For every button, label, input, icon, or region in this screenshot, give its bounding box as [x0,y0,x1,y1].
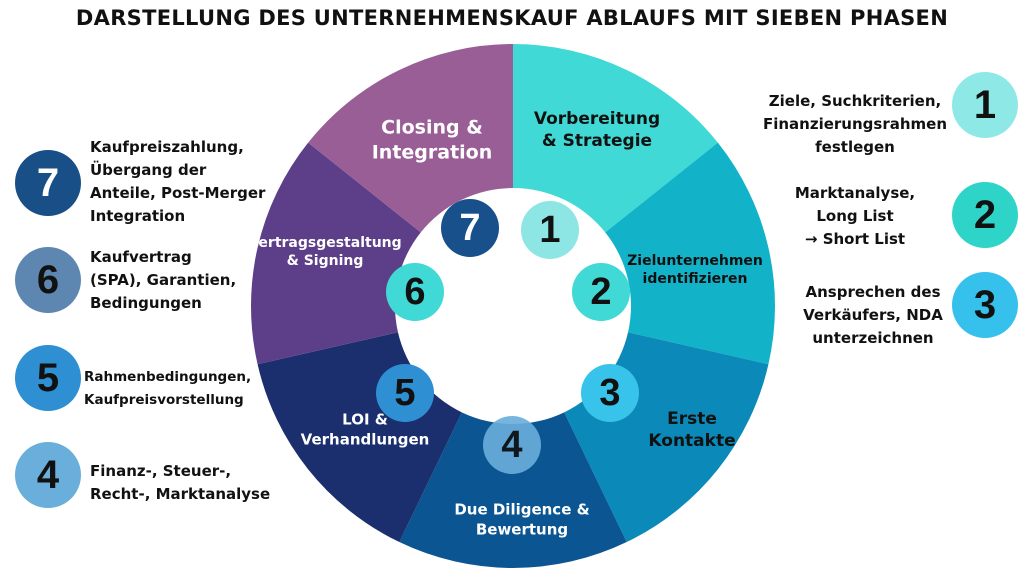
segment-label-line: Vertragsgestaltung [248,234,402,251]
side-number-circle-3: 3 [952,272,1018,338]
wheel-segment-phase-2 [605,142,775,365]
inner-number-circle-7: 7 [441,199,499,257]
wheel-segment-phase-6 [251,142,421,365]
page-title: DARSTELLUNG DES UNTERNEHMENSKAUF ABLAUFS… [75,6,949,30]
description-line: Ansprechen des [805,283,941,301]
wheel-segment-phase-7 [308,44,513,233]
side-number-circle-6: 6 [15,247,81,313]
description-phase-1: Ziele, Suchkriterien, Finanzierungsrahmen… [763,90,947,159]
inner-number-circle-6: 6 [386,263,444,321]
segment-label-line: Bewertung [475,520,569,538]
inner-number-circle-2: 2 [572,263,630,321]
description-line: Finanzierungsrahmen [762,115,948,133]
description-line: Recht-, Marktanalyse [90,485,271,503]
segment-label-line: Zielunternehmen [627,252,763,269]
side-number-circle-4: 4 [15,442,81,508]
segment-label-phase-5: LOI &Verhandlungen [301,411,430,450]
segment-label-line: identifizieren [642,271,748,287]
description-line: Kaufvertrag [90,248,192,266]
description-line: Anteile, Post-Merger [90,184,266,202]
side-number-circle-2: 2 [952,182,1018,248]
description-line: Bedingungen [90,294,202,312]
description-line: Übergang der [90,161,207,179]
side-number-circle-1: 1 [952,72,1018,138]
description-line: Ziele, Suchkriterien, [768,92,942,110]
segment-label-line: Kontakte [648,431,736,451]
wheel-segment-phase-4 [399,412,627,568]
description-line: Rahmenbedingungen, [84,369,252,385]
segment-label-line: Verhandlungen [300,430,430,448]
side-number-circle-7: 7 [15,150,81,216]
segment-label-phase-7: Closing &Integration [372,115,493,164]
description-line: Long List [816,207,894,225]
wheel-segment-phase-1 [513,44,718,233]
inner-number-circle-1: 1 [521,201,579,259]
segment-label-phase-1: Vorbereitung& Strategie [534,108,660,152]
description-phase-6: Kaufvertrag (SPA), Garantien, Bedingungen [90,246,236,315]
segment-label-line: Integration [371,141,493,163]
segment-label-line: & Signing [286,253,364,269]
description-phase-5: Rahmenbedingungen, Kaufpreisvorstellung [84,366,251,412]
segment-label-line: & Strategie [541,131,653,151]
inner-number-circle-3: 3 [581,364,639,422]
segment-label-line: Vorbereitung [533,108,661,129]
description-line: Integration [90,207,186,225]
segment-label-phase-6: Vertragsgestaltung & Signing [248,234,401,270]
description-phase-2: Marktanalyse, Long List → Short List [795,182,915,251]
segment-label-line: Due Diligence & [454,500,590,519]
description-line: Finanz-, Steuer-, [90,462,232,480]
description-line: Verkäufers, NDA [803,306,943,324]
segment-label-line: Closing & [381,116,483,139]
inner-number-circle-4: 4 [483,416,541,474]
segment-label-line: LOI & [342,410,388,429]
description-line: Kaufpreiszahlung, [90,138,244,156]
description-line: (SPA), Garantien, [90,271,237,289]
inner-number-circle-5: 5 [376,364,434,422]
description-line: Kaufpreisvorstellung [84,392,244,408]
description-line: festlegen [815,138,895,156]
side-number-circle-5: 5 [15,345,81,411]
segment-label-line: Erste [667,408,717,429]
description-line: Marktanalyse, [794,184,916,202]
description-phase-4: Finanz-, Steuer-, Recht-, Marktanalyse [90,460,270,506]
description-line: → Short List [804,230,906,248]
segment-label-phase-2: Zielunternehmen identifizieren [627,252,763,288]
segment-label-phase-4: Due Diligence &Bewertung [454,501,589,540]
description-line: unterzeichnen [812,329,934,347]
